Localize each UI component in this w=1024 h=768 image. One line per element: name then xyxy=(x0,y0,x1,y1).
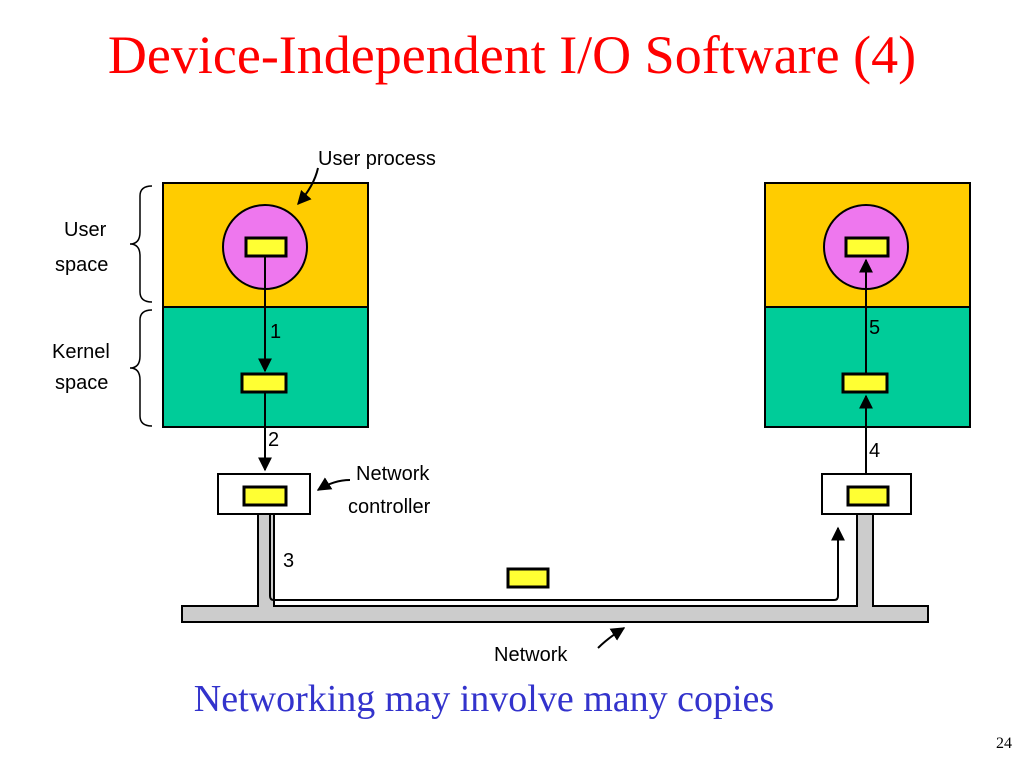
sender-user-buffer xyxy=(244,236,288,258)
receiver-machine xyxy=(764,182,971,515)
arrow-step-3 xyxy=(269,514,845,601)
network-controller-label-line2: controller xyxy=(348,496,431,518)
step-label-4: 4 xyxy=(869,440,880,462)
kernel-space-label: space xyxy=(55,372,108,394)
network-label: Network xyxy=(494,644,568,666)
packet-buffer xyxy=(506,567,550,589)
receiver-kernel-buffer xyxy=(841,372,889,394)
user-process-pointer xyxy=(297,167,319,206)
user-space-brace xyxy=(129,185,153,303)
step-label-5: 5 xyxy=(869,317,880,339)
network-cable xyxy=(181,513,929,623)
receiver-user-buffer xyxy=(844,236,890,258)
kernel-label: Kernel xyxy=(52,341,110,363)
kernel-space-brace xyxy=(129,309,153,427)
user-space-label: space xyxy=(55,254,108,276)
slide-title: Device-Independent I/O Software (4) xyxy=(107,25,917,85)
data-flow-arrows xyxy=(258,257,873,601)
slide-caption: Networking may involve many copies xyxy=(193,678,775,720)
sender-controller-buffer xyxy=(242,485,288,507)
space-braces xyxy=(129,185,153,427)
slide-number: 24 xyxy=(996,735,1012,752)
step-label-1: 1 xyxy=(270,321,281,343)
label-pointers xyxy=(297,167,626,649)
network-controller-label-line1: Network xyxy=(356,463,430,485)
step-label-3: 3 xyxy=(283,550,294,572)
receiver-kernel-space xyxy=(764,306,971,428)
receiver-controller-buffer xyxy=(846,485,890,507)
network-controller-pointer xyxy=(316,477,351,491)
sender-kernel-buffer xyxy=(240,372,288,394)
user-label: User xyxy=(64,219,107,241)
user-process-label: User process xyxy=(318,148,436,170)
network-pointer xyxy=(597,627,626,649)
step-label-2: 2 xyxy=(268,429,279,451)
